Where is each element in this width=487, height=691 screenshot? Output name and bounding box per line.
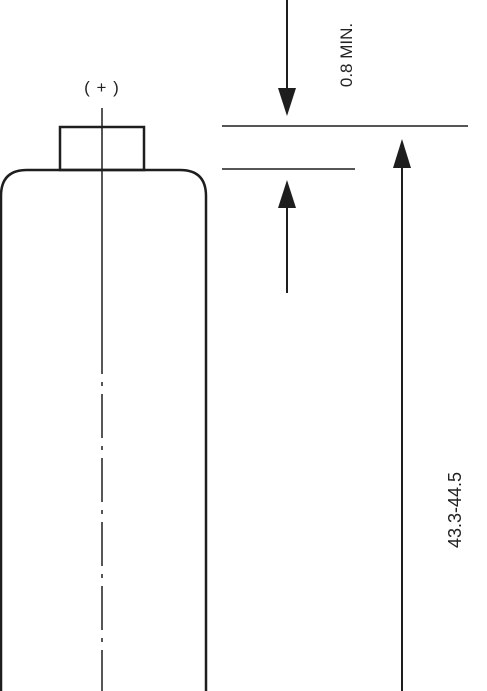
gap-arrow-up-head bbox=[278, 180, 296, 208]
gap-arrow-down-head bbox=[278, 88, 296, 116]
height-arrow-head bbox=[393, 139, 411, 168]
height-dimension-label: 43.3-44.5 bbox=[445, 472, 465, 548]
terminal-polarity-label: ( + ) bbox=[84, 78, 120, 97]
gap-dimension-label: 0.8 MIN. bbox=[337, 23, 356, 87]
battery-body-outline bbox=[0, 168, 208, 691]
